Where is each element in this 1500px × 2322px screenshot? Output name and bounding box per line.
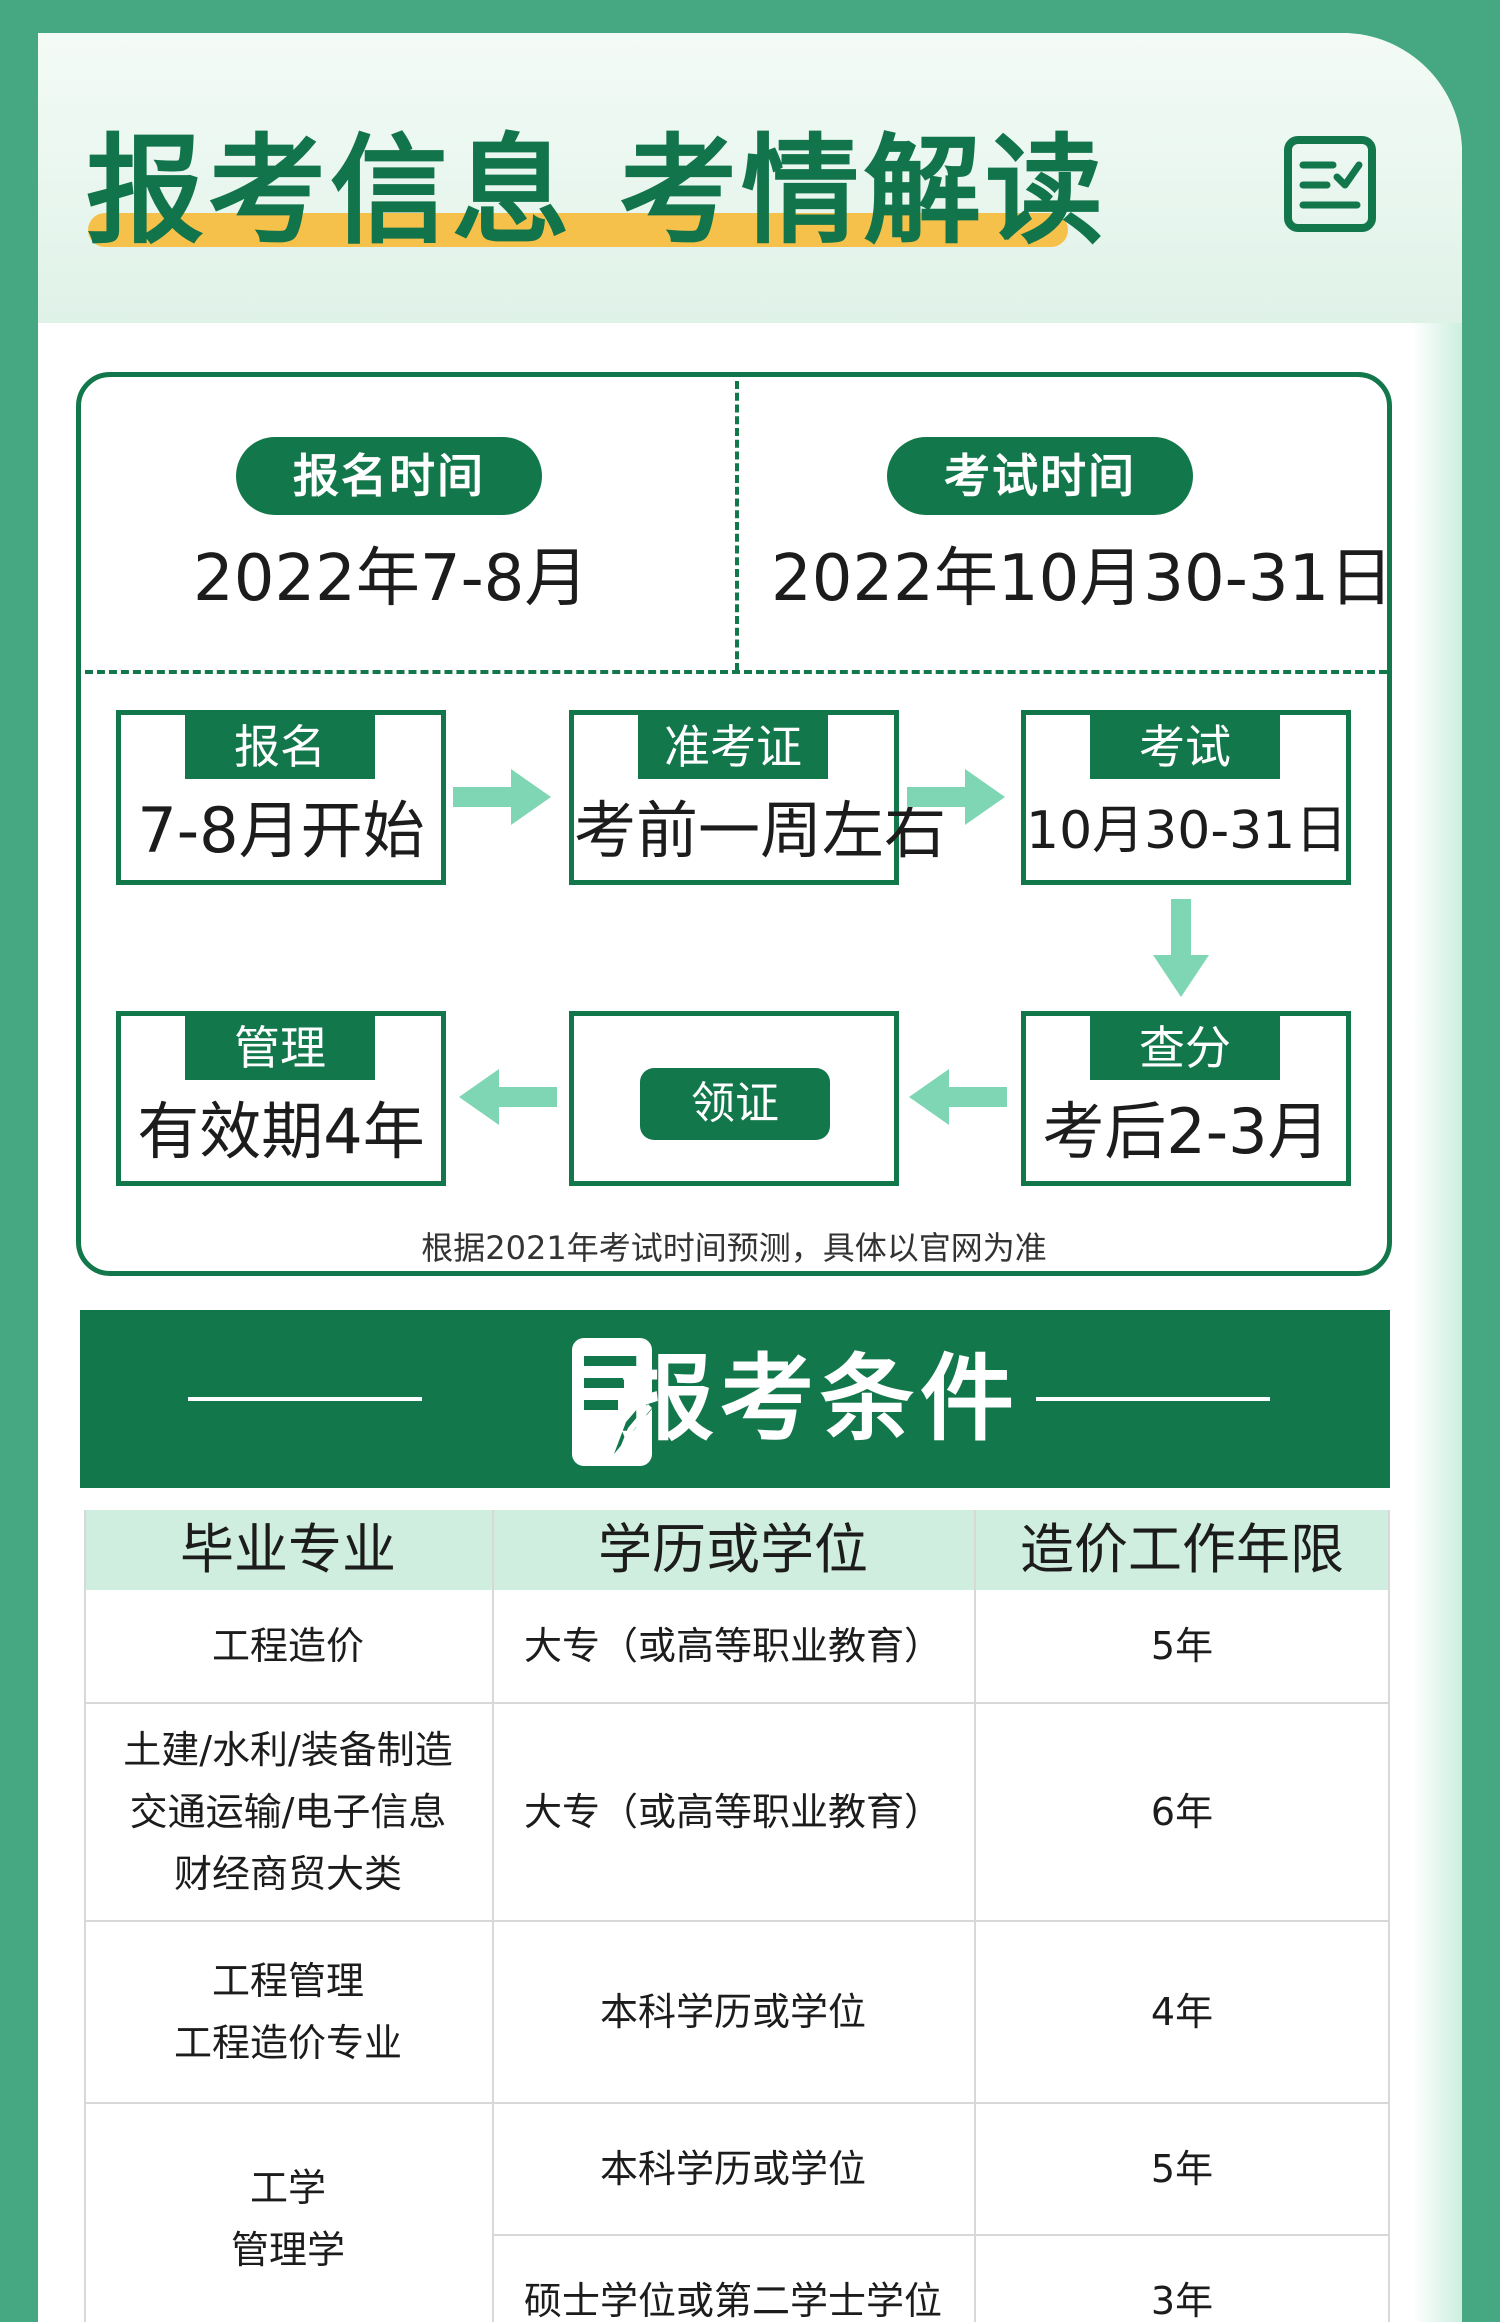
step-tag: 考试 — [1090, 715, 1280, 779]
divider-horizontal — [85, 670, 1387, 674]
conditions-title: 报考条件 — [620, 1345, 1021, 1454]
step-value: 有效期4年 — [137, 1095, 425, 1168]
table-cell-degree: 本科学历或学位 — [599, 2147, 866, 2191]
table-cell-degree: 大专（或高等职业教育） — [523, 1790, 942, 1834]
row-divider — [84, 1702, 1390, 1704]
page-title: 报考信息 考情解读 — [86, 122, 1108, 260]
flow-step-registration: 报名 7-8月开始 — [116, 710, 446, 885]
table-cell-degree: 本科学历或学位 — [599, 1990, 866, 2034]
list-check-icon[interactable] — [1283, 135, 1377, 233]
step-tag: 准考证 — [638, 715, 828, 779]
flow-step-management: 管理 有效期4年 — [116, 1011, 446, 1186]
step-tag: 管理 — [185, 1016, 375, 1080]
forecast-note: 根据2021年考试时间预测，具体以官网为准 — [421, 1229, 1047, 1267]
arrow-right-icon — [453, 769, 551, 825]
table-cell-major: 工程管理 工程造价专业 — [173, 1959, 402, 2065]
table-border-right — [1388, 1510, 1390, 2322]
table-header: 毕业专业 学历或学位 造价工作年限 — [84, 1510, 1390, 1590]
divider-vertical — [735, 381, 739, 671]
flow-step-admission-ticket: 准考证 考前一周左右 — [569, 710, 947, 885]
table-cell-major: 工程造价 — [211, 1624, 364, 1668]
step-tag: 查分 — [1090, 1016, 1280, 1080]
title-highlight — [88, 213, 1068, 247]
step-tag: 领证 — [640, 1068, 830, 1140]
exam-date: 2022年10月30-31日 — [771, 542, 1394, 616]
arrow-down-icon — [1153, 899, 1209, 997]
banner-line-right — [1036, 1397, 1270, 1401]
flow-step-score-check: 查分 考后2-3月 — [1021, 1011, 1351, 1186]
table-cell-years: 6年 — [1150, 1790, 1214, 1834]
schedule-box: 报名时间 2022年7-8月 考试时间 2022年10月30-31日 报名 7-… — [76, 372, 1394, 1276]
card-header: 报考信息 考情解读 — [38, 33, 1462, 323]
exam-time-label: 考试时间 — [887, 437, 1193, 515]
column-header-major: 毕业专业 — [180, 1518, 396, 1581]
table-border-left — [84, 1510, 86, 2322]
table-cell-years: 4年 — [1150, 1990, 1214, 2034]
table-cell-degree: 大专（或高等职业教育） — [523, 1624, 942, 1668]
table-cell-major: 土建/水利/装备制造 交通运输/电子信息 财经商贸大类 — [123, 1728, 453, 1896]
document-pen-icon — [572, 1338, 658, 1466]
arrow-left-icon — [909, 1069, 1007, 1125]
row-divider — [84, 2102, 1390, 2104]
row-divider — [84, 1920, 1390, 1922]
conditions-banner: 报考条件 — [80, 1310, 1390, 1488]
step-tag: 报名 — [185, 715, 375, 779]
table-cell-years: 5年 — [1150, 1624, 1214, 1668]
arrow-left-icon — [459, 1069, 557, 1125]
column-header-degree: 学历或学位 — [598, 1518, 868, 1581]
table-cell-degree: 硕士学位或第二学士学位 — [523, 2279, 942, 2322]
banner-line-left — [188, 1397, 422, 1401]
registration-time-label: 报名时间 — [236, 437, 542, 515]
column-header-years: 造价工作年限 — [1020, 1518, 1344, 1581]
row-divider — [492, 2234, 1390, 2236]
step-value: 考后2-3月 — [1042, 1095, 1330, 1168]
registration-date: 2022年7-8月 — [193, 542, 589, 616]
table-cell-years: 5年 — [1150, 2147, 1214, 2191]
step-value: 考前一周左右 — [574, 794, 947, 867]
table-cell-years: 3年 — [1150, 2279, 1214, 2322]
table-divider — [492, 1510, 494, 2322]
flow-step-exam: 考试 10月30-31日 — [1021, 710, 1351, 885]
step-value: 7-8月开始 — [137, 794, 425, 867]
table-divider — [974, 1510, 976, 2322]
step-value: 10月30-31日 — [1026, 801, 1348, 861]
flow-step-certificate: 领证 — [569, 1011, 899, 1186]
arrow-right-icon — [907, 769, 1005, 825]
table-cell-major: 工学 管理学 — [230, 2166, 345, 2272]
